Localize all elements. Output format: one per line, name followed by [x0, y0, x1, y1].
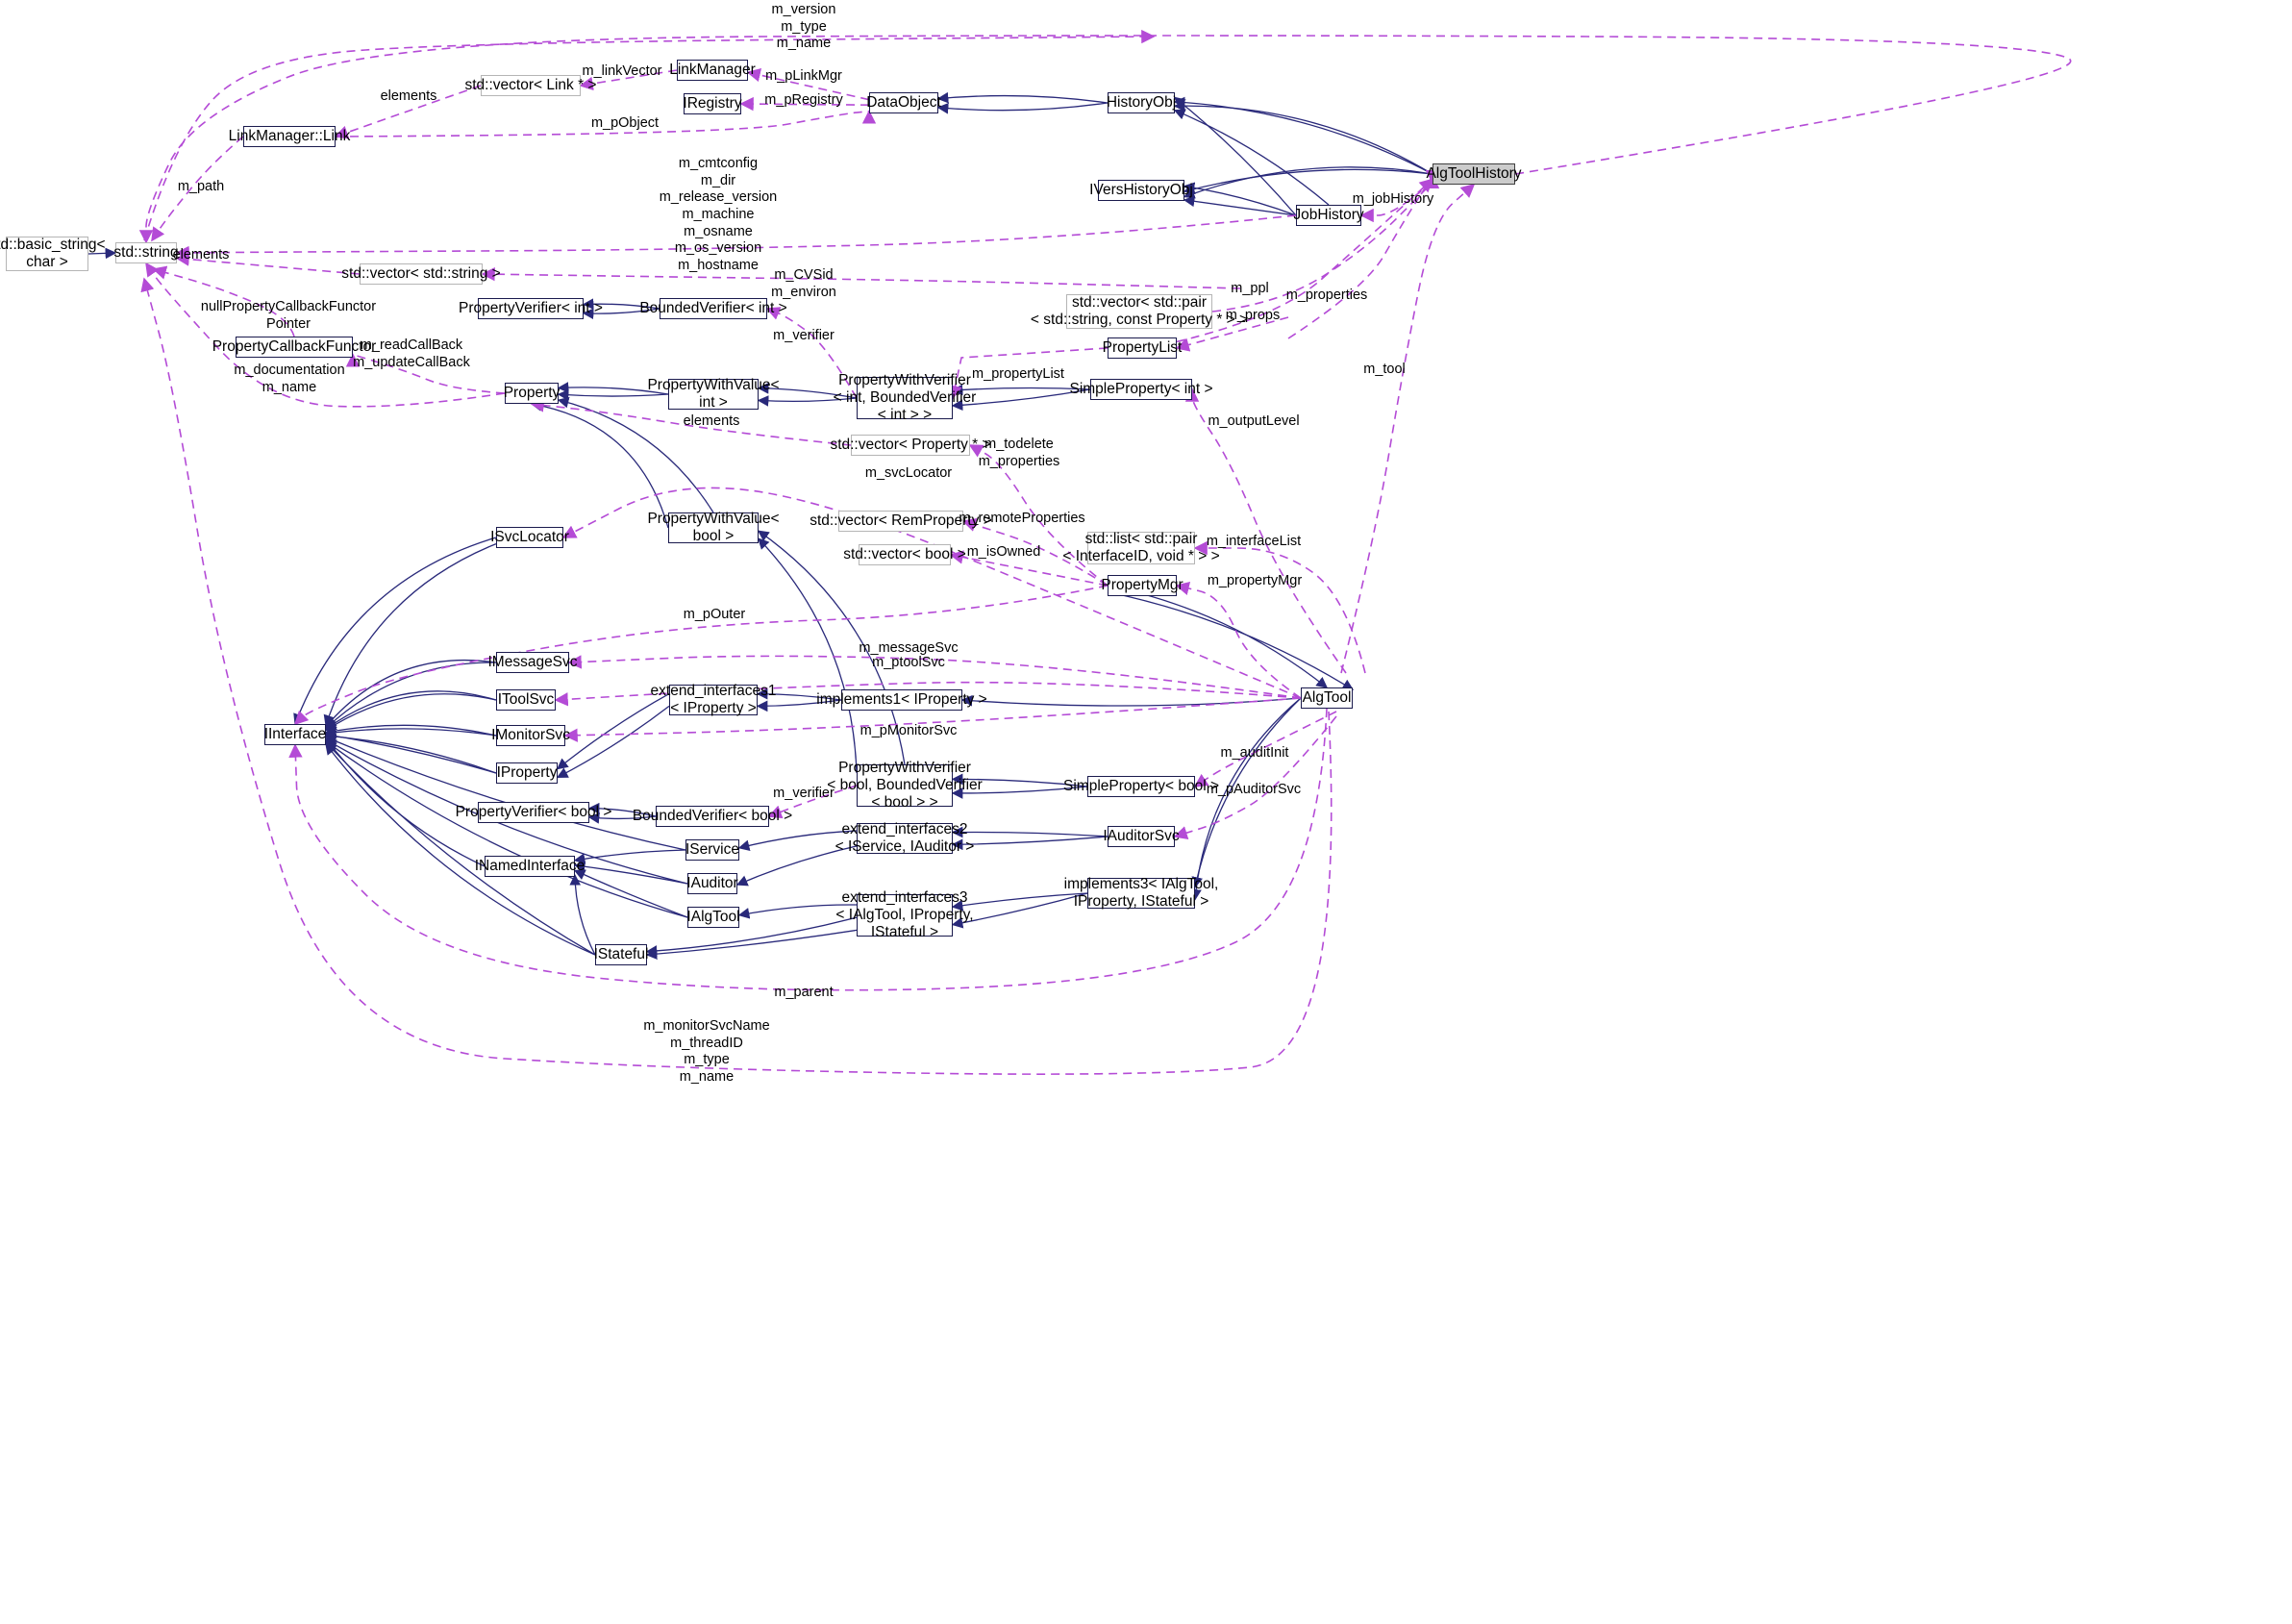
- edge-label-lbl_m_pLinkMgr: m_pLinkMgr: [765, 68, 842, 84]
- edge-label-lbl_m_props: m_props: [1225, 308, 1281, 323]
- class-node-simpleproperty_bool[interactable]: SimpleProperty< bool >: [1063, 776, 1219, 797]
- edge-label-lbl_m_verifier_bool: m_verifier: [773, 786, 835, 801]
- class-node-iinterface[interactable]: IInterface: [264, 724, 326, 745]
- class-node-ivershistoryobj[interactable]: IVersHistoryObj: [1089, 180, 1193, 201]
- edge-label-lbl_m_cmtconfig: m_cmtconfig m_dir m_release_version m_ma…: [659, 156, 778, 274]
- class-node-propertywithverifier_int[interactable]: PropertyWithVerifier < int, BoundedVerif…: [833, 371, 977, 424]
- edge-label-lbl_m_CVSid: m_CVSid m_environ: [771, 267, 836, 300]
- class-node-propertylist[interactable]: PropertyList: [1103, 337, 1182, 359]
- class-node-imonitorsvc[interactable]: IMonitorSvc: [491, 725, 570, 746]
- class-node-extend_interfaces2[interactable]: extend_interfaces2 < IService, IAuditor …: [835, 820, 975, 855]
- edge-label-lbl_elements_property: elements: [683, 413, 740, 429]
- edge-label-lbl_m_svcLocator: m_svcLocator: [864, 465, 953, 481]
- edge-label-lbl_m_todelete: m_todelete m_properties: [978, 437, 1060, 469]
- class-node-imessagesvc[interactable]: IMessageSvc: [487, 652, 578, 673]
- class-node-propertyverifier_int[interactable]: PropertyVerifier< int >: [459, 298, 603, 319]
- class-node-property[interactable]: Property: [504, 383, 560, 404]
- edge-label-lbl_m_pMonitorSvc: m_pMonitorSvc: [860, 723, 958, 738]
- edge-label-lbl_m_propertyList: m_propertyList: [972, 366, 1064, 382]
- class-node-iproperty[interactable]: IProperty: [496, 762, 558, 784]
- edge-label-lbl_m_messageSvc: m_messageSvc: [859, 640, 959, 656]
- class-node-propertywithvalue_bool[interactable]: PropertyWithValue< bool >: [647, 510, 780, 544]
- class-node-linkmanager[interactable]: LinkManager: [669, 60, 756, 81]
- class-node-implements1_iproperty[interactable]: implements1< IProperty >: [816, 689, 987, 711]
- class-node-propertywithvalue_int[interactable]: PropertyWithValue< int >: [647, 376, 780, 411]
- edge-label-lbl_elements_string: elements: [172, 247, 230, 262]
- edge-label-lbl_m_readCallBack: m_readCallBack m_updateCallBack: [353, 337, 470, 370]
- edge-label-lbl_m_tool: m_tool: [1363, 362, 1406, 377]
- class-node-historyobj[interactable]: HistoryObj: [1107, 92, 1176, 113]
- class-node-propertycallbackfunctor[interactable]: PropertyCallbackFunctor: [212, 337, 376, 358]
- edge-label-lbl_m_version: m_version m_type m_name: [771, 2, 836, 52]
- class-node-inamedinterface[interactable]: INamedInterface: [475, 856, 585, 877]
- class-node-propertywithverifier_bool[interactable]: PropertyWithVerifier < bool, BoundedVeri…: [827, 759, 983, 812]
- class-node-iservice[interactable]: IService: [685, 839, 739, 861]
- edge-label-lbl_m_monitorSvcName: m_monitorSvcName m_threadID m_type m_nam…: [643, 1018, 770, 1086]
- edge-label-lbl_m_pObject: m_pObject: [590, 115, 660, 131]
- class-node-extend_interfaces3[interactable]: extend_interfaces3 < IAlgTool, IProperty…: [835, 888, 974, 941]
- class-node-vector_remproperty[interactable]: std::vector< RemProperty >: [810, 511, 992, 532]
- class-node-implements3_ialgtool[interactable]: implements3< IAlgTool, IProperty, IState…: [1063, 875, 1219, 910]
- class-node-vector_property_ptr[interactable]: std::vector< Property * >: [830, 435, 991, 456]
- edge-label-lbl_m_pOuter: m_pOuter: [683, 607, 746, 622]
- class-node-itoolsvc[interactable]: IToolSvc: [496, 689, 556, 711]
- class-node-vector_pair_string_prop[interactable]: std::vector< std::pair < std::string, co…: [1030, 293, 1249, 329]
- edge-label-lbl_null_pcf: nullPropertyCallbackFunctor Pointer: [200, 299, 377, 332]
- edge-label-lbl_m_verifier_int: m_verifier: [773, 328, 835, 343]
- class-node-simpleproperty_int[interactable]: SimpleProperty< int >: [1069, 379, 1213, 400]
- class-node-vector_link_ptr[interactable]: std::vector< Link * >: [465, 75, 597, 96]
- edge-label-lbl_m_isOwned: m_isOwned: [966, 544, 1041, 560]
- edge-label-lbl_m_ppl: m_ppl: [1231, 281, 1269, 296]
- edge-label-lbl_m_ptoolSvc: m_ptoolSvc: [872, 655, 945, 670]
- class-node-iauditorsvc[interactable]: IAuditorSvc: [1103, 826, 1180, 847]
- edge-label-lbl_m_pAuditorSvc: m_pAuditorSvc: [1206, 782, 1302, 797]
- edge-label-lbl_m_outputLevel: m_outputLevel: [1208, 413, 1300, 429]
- class-node-std_string[interactable]: std::string: [113, 242, 179, 263]
- class-node-list_pair_interfaceid[interactable]: std::list< std::pair < InterfaceID, void…: [1062, 530, 1220, 564]
- edge-label-lbl_m_linkVector: m_linkVector: [582, 63, 662, 79]
- edge-label-lbl_m_documentation: m_documentation m_name: [234, 362, 345, 395]
- edge-label-lbl_elements_top: elements: [380, 88, 437, 104]
- class-node-vector_string[interactable]: std::vector< std::string >: [341, 263, 501, 285]
- class-node-isvclocator[interactable]: ISvcLocator: [490, 527, 569, 548]
- class-node-iregistry[interactable]: IRegistry: [683, 93, 742, 114]
- class-node-boundedverifier_bool[interactable]: BoundedVerifier< bool >: [633, 806, 792, 827]
- class-node-propertymgr[interactable]: PropertyMgr: [1101, 575, 1183, 596]
- edge-label-lbl_m_parent: m_parent: [774, 985, 834, 1000]
- edge-label-lbl_m_auditInit: m_auditInit: [1220, 745, 1289, 761]
- edge-label-lbl_m_pRegistry: m_pRegistry: [764, 92, 843, 108]
- class-node-iauditor[interactable]: IAuditor: [686, 873, 738, 894]
- class-node-jobhistory[interactable]: JobHistory: [1293, 205, 1364, 226]
- class-node-boundedverifier_int[interactable]: BoundedVerifier< int >: [639, 298, 787, 319]
- edge-label-lbl_m_interfaceList: m_interfaceList: [1206, 534, 1302, 549]
- class-node-propertyverifier_bool[interactable]: PropertyVerifier< bool >: [456, 802, 611, 823]
- edge-label-lbl_m_jobHistory: m_jobHistory: [1352, 191, 1434, 207]
- class-node-ialgtool[interactable]: IAlgTool: [686, 907, 740, 928]
- class-node-vector_bool[interactable]: std::vector< bool >: [843, 544, 966, 565]
- class-node-extend_interfaces1[interactable]: extend_interfaces1 < IProperty >: [650, 682, 777, 716]
- edge-label-lbl_m_properties_top: m_properties: [1285, 287, 1368, 303]
- class-node-istateful[interactable]: IStateful: [594, 944, 648, 965]
- edge-label-lbl_m_propertyMgr: m_propertyMgr: [1207, 573, 1303, 588]
- edge-label-lbl_m_path: m_path: [177, 179, 225, 194]
- class-node-algtool[interactable]: AlgTool: [1301, 687, 1353, 709]
- class-node-algtoolhistory[interactable]: AlgToolHistory: [1426, 163, 1522, 185]
- class-node-basic_string[interactable]: std::basic_string< char >: [0, 236, 106, 271]
- class-node-dataobject[interactable]: DataObject: [866, 92, 941, 113]
- class-node-linkmanager_link[interactable]: LinkManager::Link: [229, 126, 350, 147]
- edge-label-lbl_m_remoteProperties: m_remoteProperties: [959, 511, 1085, 526]
